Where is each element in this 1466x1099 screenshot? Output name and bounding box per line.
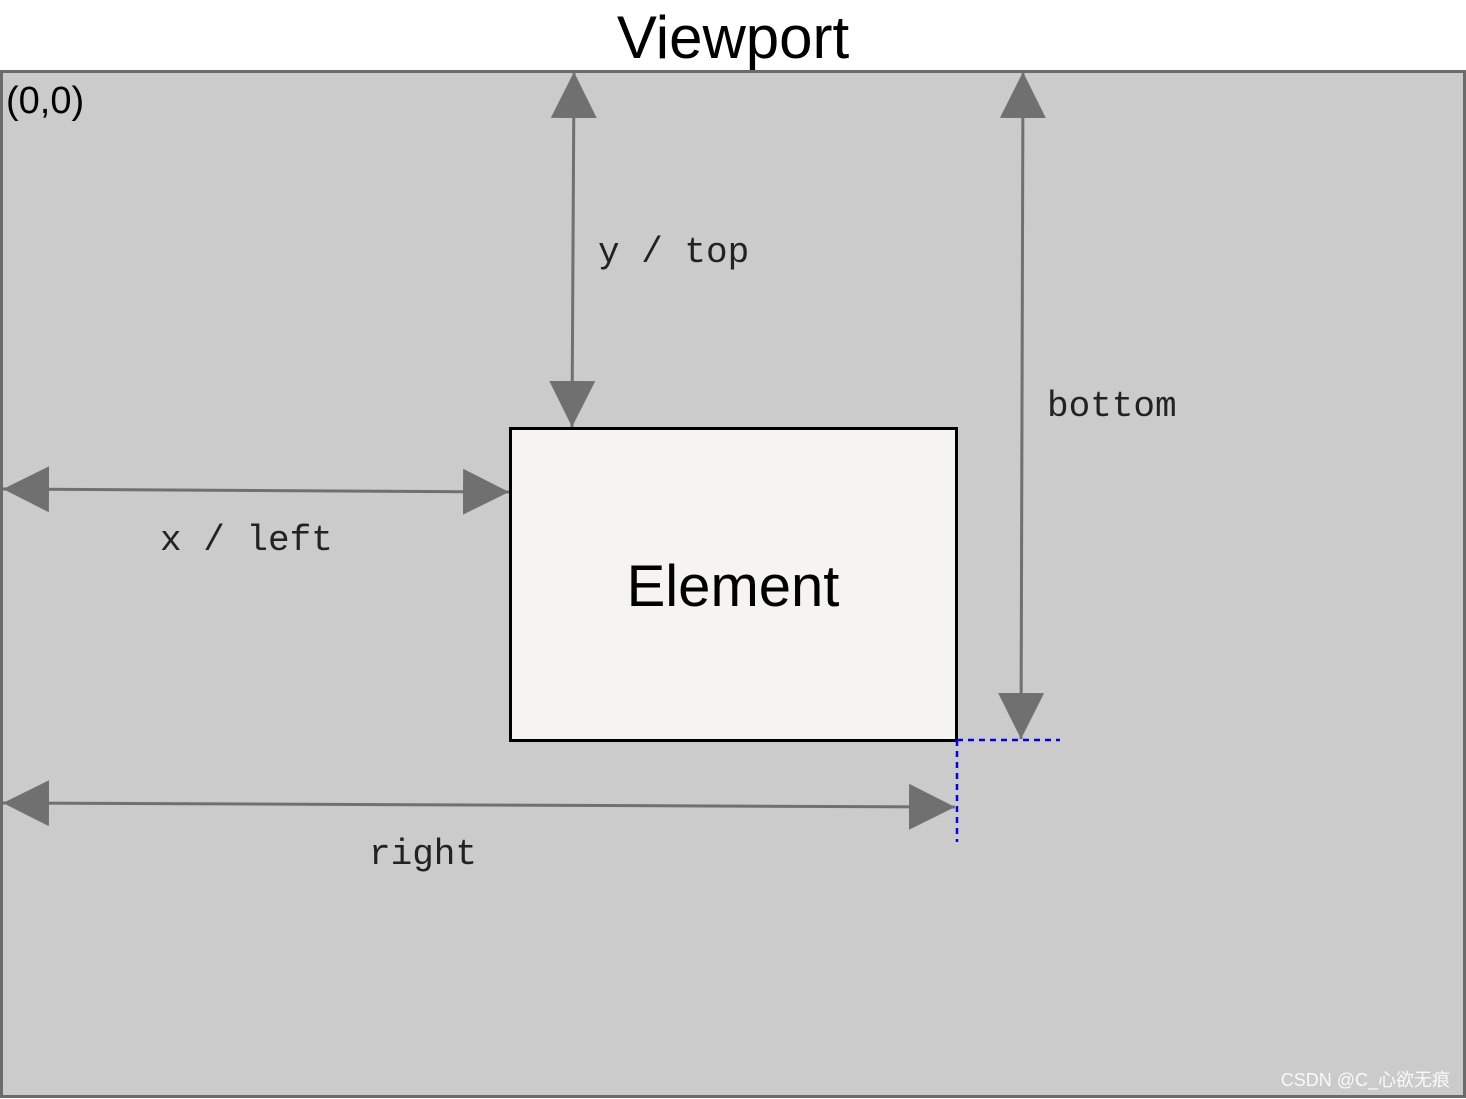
left-label: x / left [160,520,333,561]
origin-label: (0,0) [6,80,84,122]
left-arrow [2,466,510,515]
element-box [509,427,958,742]
top-arrow [549,71,597,428]
element-label: Element [627,554,840,619]
diagram-title: Viewport [617,4,850,71]
top-label: y / top [598,232,749,273]
bottom-label: bottom [1047,386,1177,427]
bottom-arrow [998,71,1046,740]
right-label: right [369,834,477,875]
watermark-text: CSDN @C_心欲无痕 [1281,1070,1450,1091]
right-arrow [2,780,956,830]
